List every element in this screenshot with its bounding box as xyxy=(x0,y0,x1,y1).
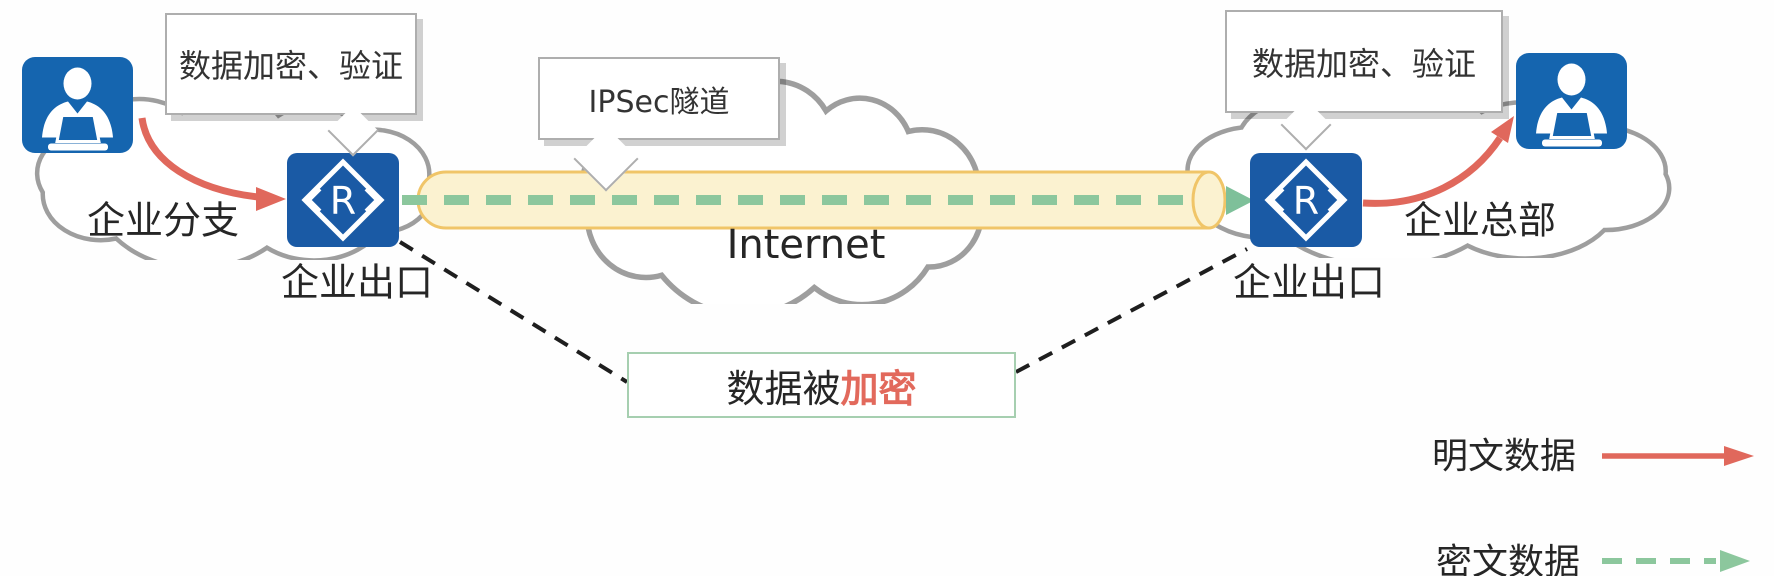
note-highlight: 加密 xyxy=(840,366,917,411)
legend-dashed-arrowhead xyxy=(1720,550,1750,572)
ciphertext-arrowhead xyxy=(1226,186,1254,215)
note-connector-right xyxy=(1015,247,1248,374)
plaintext-arrowhead xyxy=(256,187,286,211)
person-at-laptop-icon xyxy=(1536,63,1607,147)
person-at-laptop-icon xyxy=(42,67,113,151)
hq-router-icon: R xyxy=(1250,153,1362,247)
callout-text: 数据加密、验证 xyxy=(1251,44,1476,83)
ipsec-tunnel-callout: IPSec隧道 xyxy=(538,57,780,192)
ipsec-tunnel-cylinder xyxy=(402,170,1254,230)
plaintext-arrow-curve xyxy=(138,117,259,201)
plaintext-arrowhead xyxy=(1491,116,1514,143)
legend-plaintext-arrow xyxy=(1602,446,1754,466)
internet-label: Internet xyxy=(726,222,886,268)
router-diamond-icon: R xyxy=(301,158,385,242)
hq-encrypt-callout: 数据加密、验证 xyxy=(1225,10,1503,151)
plaintext-arrow-curve xyxy=(1362,136,1503,207)
note-prefix: 数据被 xyxy=(726,366,841,411)
branch-cloud-label: 企业分支 xyxy=(86,198,240,243)
branch-router-label: 企业出口 xyxy=(280,260,434,305)
callout-text: 数据加密、验证 xyxy=(178,47,403,85)
router-diamond-icon: R xyxy=(1264,158,1348,242)
plaintext-arrow-branch xyxy=(138,117,286,211)
branch-encrypt-callout: 数据加密、验证 xyxy=(165,13,417,157)
legend-plaintext-label: 明文数据 xyxy=(1431,436,1577,477)
legend-ciphertext-label: 密文数据 xyxy=(1435,542,1581,576)
legend-ciphertext-arrow xyxy=(1602,550,1750,572)
router-letter: R xyxy=(1293,179,1319,223)
legend-solid-arrowhead xyxy=(1724,446,1754,466)
plaintext-arrow-hq xyxy=(1362,116,1514,207)
note-connector-left xyxy=(398,240,629,384)
hq-router-label: 企业出口 xyxy=(1232,260,1386,305)
tunnel-end-cap xyxy=(1191,170,1227,230)
hq-user-icon xyxy=(1516,53,1627,149)
hq-cloud-label: 企业总部 xyxy=(1403,198,1557,243)
branch-user-icon xyxy=(22,57,133,153)
data-encrypted-note: 数据被加密 xyxy=(627,352,1016,418)
router-letter: R xyxy=(330,179,356,223)
tunnel-body-fill xyxy=(418,172,1209,228)
branch-router-icon: R xyxy=(287,153,399,247)
callout-text: IPSec隧道 xyxy=(588,84,730,120)
